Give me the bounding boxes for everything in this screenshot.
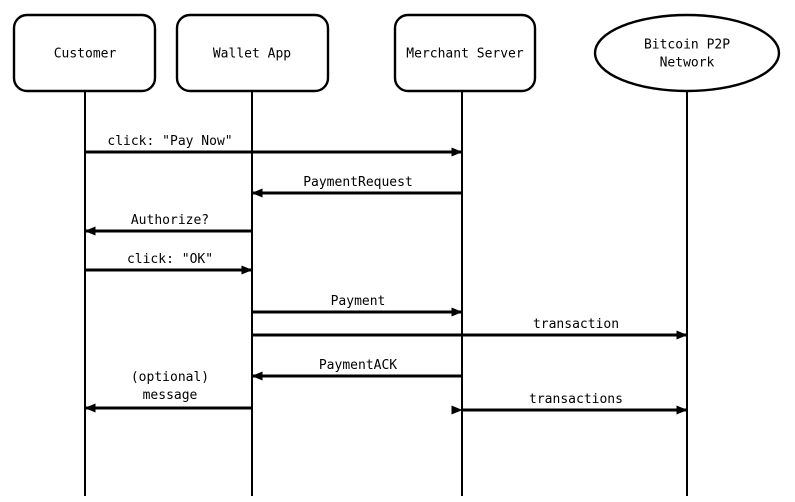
participant-box-customer[interactable] (12, 13, 157, 93)
participant-customer[interactable]: Customer (12, 13, 157, 93)
message-label-authorize: Authorize? (131, 213, 209, 228)
message-click-pay-now[interactable]: click: "Pay Now" (85, 134, 463, 157)
message-click-ok[interactable]: click: "OK" (85, 252, 253, 275)
message-authorize[interactable]: Authorize? (84, 213, 252, 236)
message-payment-request[interactable]: PaymentRequest (251, 175, 462, 198)
message-transactions[interactable]: transactions (451, 392, 688, 415)
participant-label-bitcoin-line1: Bitcoin P2P (644, 38, 730, 53)
participant-box-merchant[interactable] (393, 13, 537, 93)
message-payment-ack[interactable]: PaymentACK (251, 358, 462, 381)
message-optional-message[interactable]: (optional) message (84, 370, 252, 413)
participant-label-merchant: Merchant Server (406, 47, 524, 62)
message-label-payment-request: PaymentRequest (303, 175, 413, 190)
message-label-payment-ack: PaymentACK (319, 358, 397, 373)
participant-label-wallet: Wallet App (213, 47, 291, 62)
message-label-click-pay-now: click: "Pay Now" (107, 134, 232, 149)
message-label-payment: Payment (331, 294, 386, 309)
participant-merchant[interactable]: Merchant Server (393, 13, 537, 93)
participant-box-wallet[interactable] (175, 13, 330, 93)
message-label-optional-message-line1: (optional) (131, 370, 209, 385)
participant-bitcoin[interactable]: Bitcoin P2P Network (593, 13, 781, 93)
message-label-transaction: transaction (533, 317, 619, 332)
participant-label-bitcoin-line2: Network (660, 56, 715, 71)
participant-wallet[interactable]: Wallet App (175, 13, 330, 93)
lifelines (84, 91, 688, 496)
participant-ellipse-bitcoin[interactable] (593, 13, 781, 93)
message-label-optional-message-line2: message (143, 388, 198, 403)
message-label-click-ok: click: "OK" (127, 252, 213, 267)
message-payment[interactable]: Payment (252, 294, 463, 317)
participant-label-customer: Customer (54, 47, 117, 62)
message-transaction[interactable]: transaction (252, 317, 688, 340)
message-label-transactions: transactions (529, 392, 623, 407)
